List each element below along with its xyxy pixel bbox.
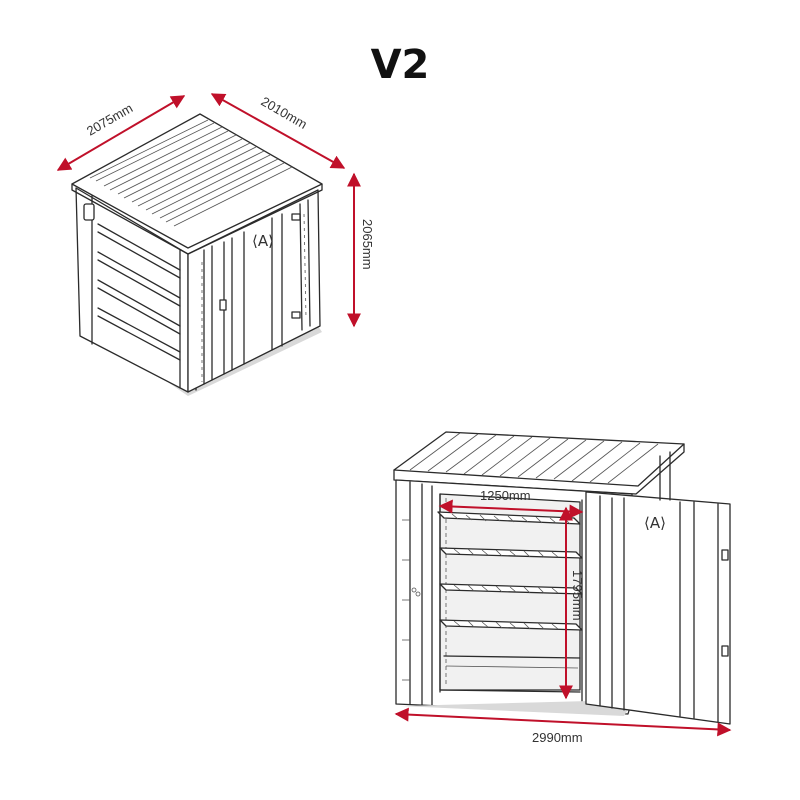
open-container-view: ⟨A⟩ xyxy=(393,431,731,725)
dimension-lines-bottom: 1250mm 1795mm 2990mm xyxy=(394,488,732,745)
shelf xyxy=(439,547,583,559)
page-title: V2 xyxy=(370,42,430,88)
dim-width-top-label: 2075mm xyxy=(84,100,135,138)
dim-inner-width-label: 1250mm xyxy=(480,488,531,503)
front-wall xyxy=(187,189,321,393)
logo-emblem-icon: ⟨A⟩ xyxy=(644,514,666,532)
dim-depth-top-label: 2010mm xyxy=(259,94,310,132)
closed-container-view: ⟨A⟩ xyxy=(71,113,323,396)
logo-emblem-icon: ⟨A⟩ xyxy=(252,232,274,250)
shelf xyxy=(439,619,583,631)
roof-open xyxy=(393,431,685,487)
shelf xyxy=(439,583,583,595)
dim-inner-height-label: 1795mm xyxy=(570,570,585,621)
side-latch-icon xyxy=(83,203,95,221)
dim-height-top-label: 2065mm xyxy=(360,219,375,270)
dim-overall-width-label: 2990mm xyxy=(532,730,583,745)
